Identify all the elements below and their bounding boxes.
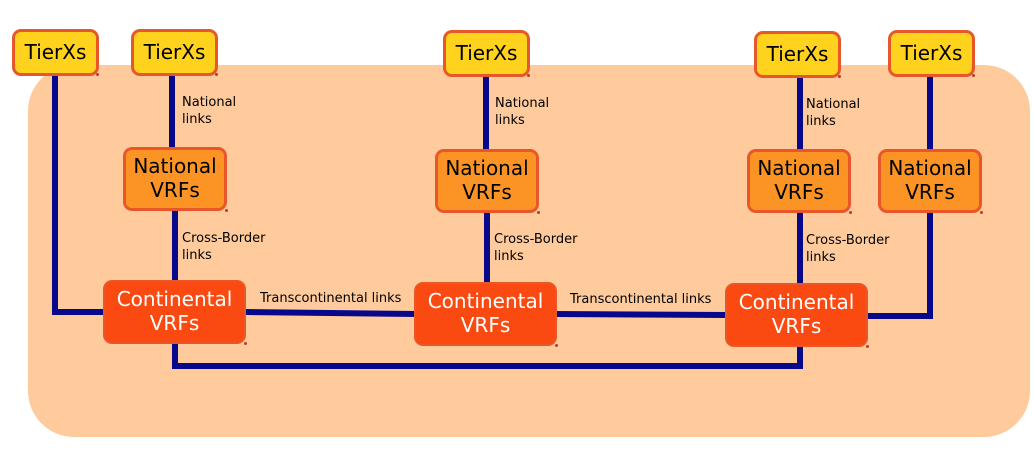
tierxs-node-1-label: TierXs	[24, 39, 87, 64]
link-continental3-national4	[867, 211, 933, 319]
continental-vrfs-node-1: Continental VRFs	[103, 280, 246, 344]
national-vrfs-node-4-label: National VRFs	[888, 156, 972, 204]
national-vrfs-node-4: National VRFs	[878, 149, 982, 213]
continental-vrfs-node-2-label: Continental VRFs	[427, 289, 544, 337]
tierxs-node-3: TierXs	[443, 30, 530, 77]
background-panel	[28, 65, 1030, 437]
corner-dot	[849, 211, 852, 214]
link-continental2-continental3	[554, 311, 729, 318]
tierxs-node-4: TierXs	[754, 31, 841, 78]
corner-dot	[537, 211, 540, 214]
corner-dot	[972, 74, 975, 77]
link-continental1-continental3-ring	[172, 340, 803, 369]
tierxs-node-3-label: TierXs	[455, 40, 518, 65]
continental-vrfs-node-3-label: Continental VRFs	[738, 290, 855, 338]
link-tier1-continental1	[52, 72, 110, 315]
corner-dot	[244, 342, 247, 345]
tierxs-node-2: TierXs	[131, 29, 218, 76]
corner-dot	[980, 211, 983, 214]
tierxs-node-2-label: TierXs	[143, 39, 206, 64]
corner-dot	[527, 74, 530, 77]
tierxs-node-5-label: TierXs	[900, 40, 963, 65]
national-vrfs-node-3-label: National VRFs	[757, 156, 841, 204]
cross-border-links-label-1: Cross-Border links	[182, 231, 266, 263]
cross-border-links-label-3: Cross-Border links	[806, 233, 890, 265]
transcontinental-links-label-2: Transcontinental links	[570, 292, 712, 307]
continental-vrfs-node-2: Continental VRFs	[414, 282, 557, 346]
national-vrfs-node-1-label: National VRFs	[133, 154, 217, 202]
corner-dot	[838, 75, 841, 78]
national-links-label-1: National links	[182, 95, 237, 127]
corner-dot	[96, 73, 99, 76]
cross-border-links-label-2: Cross-Border links	[494, 232, 578, 264]
continental-vrfs-node-1-label: Continental VRFs	[116, 287, 233, 335]
corner-dot	[866, 345, 869, 348]
link-continental1-continental2	[244, 309, 419, 317]
national-vrfs-node-1: National VRFs	[123, 147, 227, 211]
national-vrfs-node-2: National VRFs	[435, 149, 539, 213]
continental-vrfs-node-3: Continental VRFs	[725, 283, 868, 347]
corner-dot	[225, 209, 228, 212]
national-links-label-2: National links	[495, 96, 550, 128]
national-links-label-3: National links	[806, 97, 861, 129]
national-vrfs-node-3: National VRFs	[747, 149, 851, 213]
tierxs-node-4-label: TierXs	[766, 41, 829, 66]
national-vrfs-node-2-label: National VRFs	[445, 156, 529, 204]
transcontinental-links-label-1: Transcontinental links	[260, 291, 402, 306]
corner-dot	[215, 73, 218, 76]
tierxs-node-1: TierXs	[12, 29, 99, 76]
corner-dot	[555, 344, 558, 347]
tierxs-node-5: TierXs	[888, 30, 975, 77]
